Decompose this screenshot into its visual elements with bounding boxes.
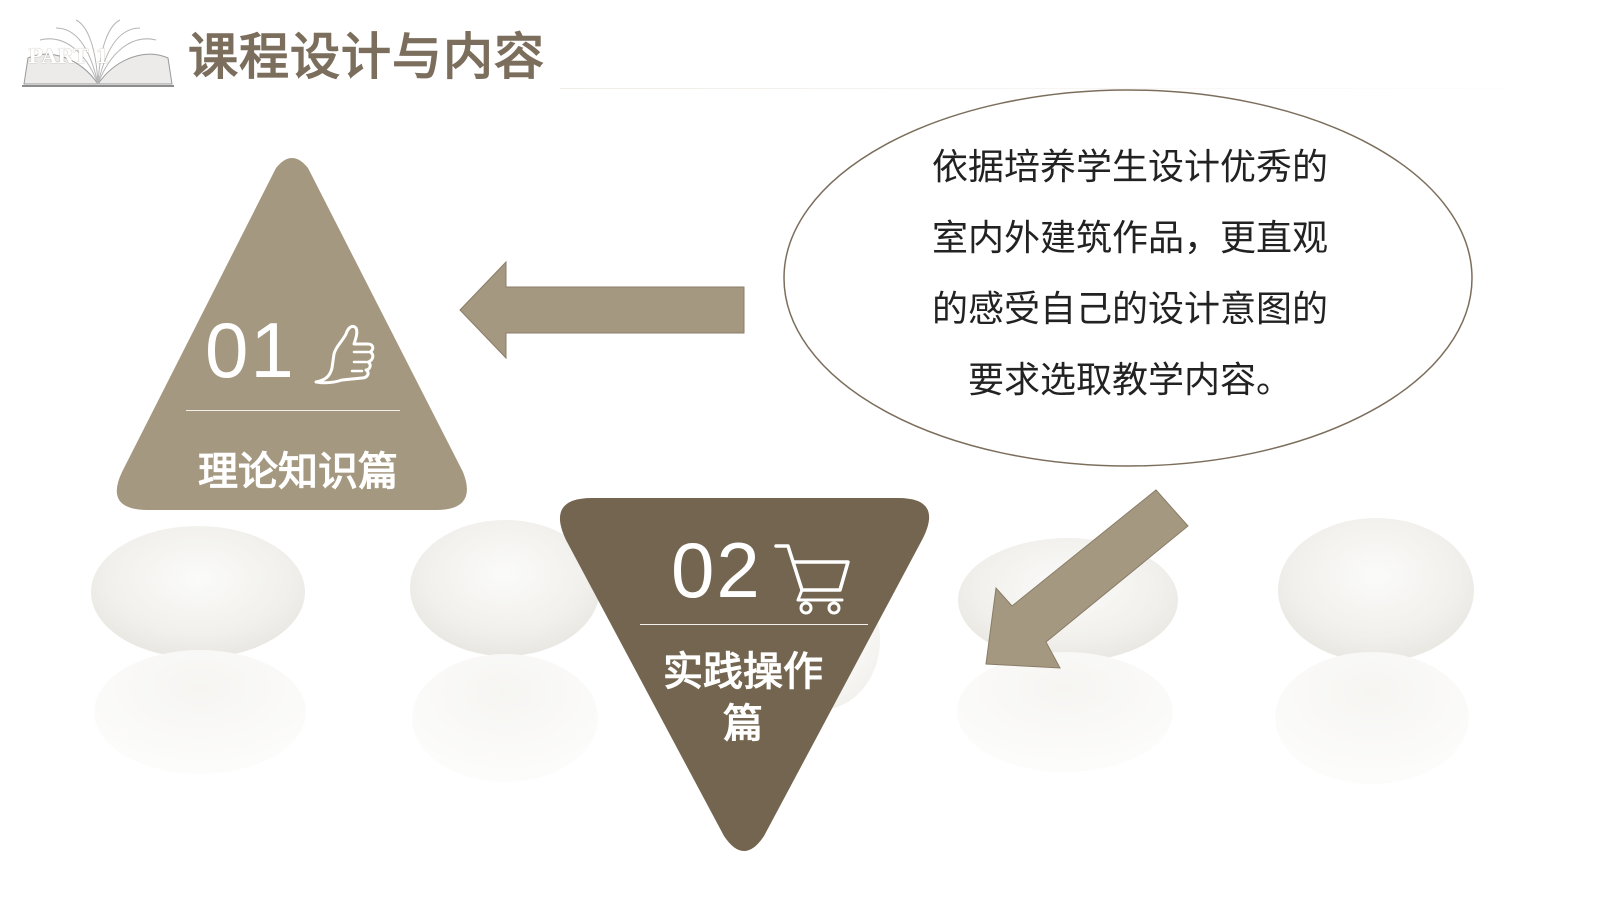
slide-header: PART 1 课程设计与内容: [0, 0, 1600, 100]
bubble-line: 依据培养学生设计优秀的: [931, 147, 1328, 188]
bubble-text: 依据培养学生设计优秀的 室内外建筑作品，更直观 的感受自己的设计意图的 要求选取…: [900, 132, 1360, 416]
arrow-left-icon: [459, 260, 745, 360]
bubble-line: 要求选取教学内容。: [967, 360, 1292, 401]
section-number-01: 01: [205, 306, 296, 394]
bubble-line: 室内外建筑作品，更直观: [931, 218, 1328, 259]
section-divider-02: [640, 624, 868, 625]
text-bubble-outline: [783, 89, 1473, 467]
section-divider-01: [186, 410, 400, 411]
page-title: 课程设计与内容: [188, 28, 545, 86]
section-label-theory: 理论知识篇: [198, 449, 398, 495]
part-label: PART 1: [28, 44, 110, 68]
bubble-line: 的感受自己的设计意图的: [931, 289, 1328, 330]
section-number-02: 02: [671, 526, 762, 614]
section-label-practice: 实践操作篇: [663, 649, 823, 747]
thumbs-up-icon: [314, 324, 375, 385]
header-divider: [560, 88, 1600, 89]
arrow-down-left-icon: [985, 489, 1189, 669]
open-book-icon: [22, 19, 174, 87]
triangle-practice: [559, 498, 930, 851]
triangle-theory: [116, 158, 467, 510]
shopping-cart-icon: [774, 544, 850, 615]
